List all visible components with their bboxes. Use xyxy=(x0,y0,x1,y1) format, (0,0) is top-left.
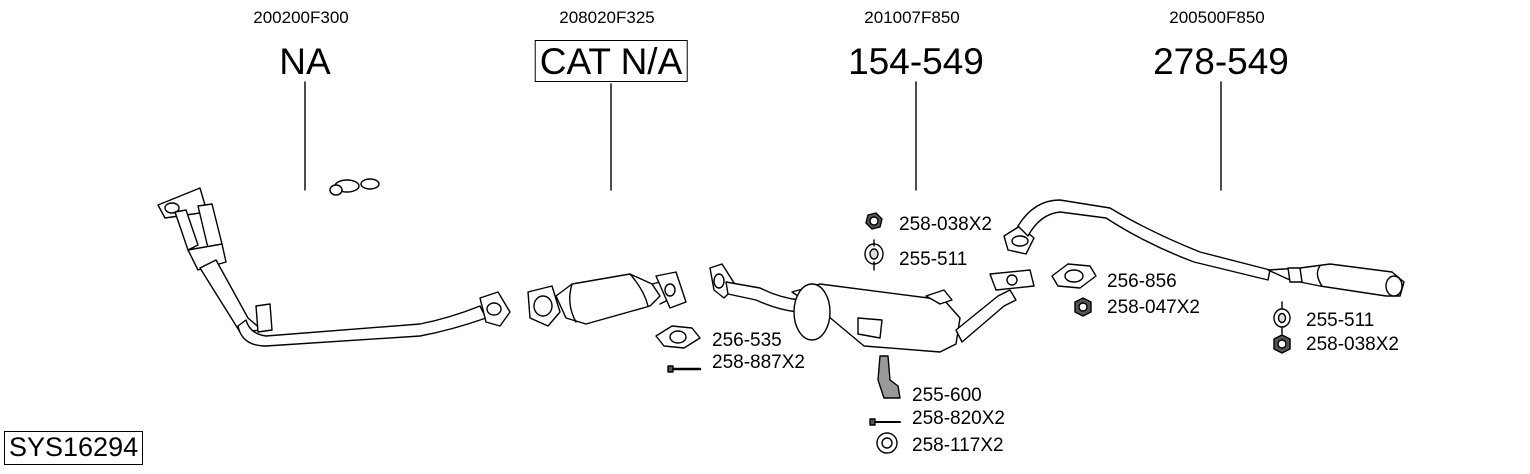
label-rear-nut: 258-038X2 xyxy=(1306,334,1399,355)
gasket-icon-cat xyxy=(655,325,701,349)
catalytic-converter xyxy=(527,271,687,327)
label-bracket: 255-600 xyxy=(912,385,982,406)
ring-icon xyxy=(876,432,898,454)
label-cat-bolt: 258-887X2 xyxy=(712,352,805,373)
section-part-4: 278-549 xyxy=(1153,41,1289,82)
rubber-hanger-icon-rear xyxy=(1273,301,1291,335)
label-rear-nut-flange: 258-047X2 xyxy=(1107,297,1200,318)
nut-icon-rear xyxy=(1273,334,1291,354)
label-rear-rubber: 255-511 xyxy=(1306,310,1375,331)
section-ref-4: 200500F850 xyxy=(1169,8,1265,27)
label-bracket-ring: 258-117X2 xyxy=(912,435,1004,456)
section-ref-3: 201007F850 xyxy=(864,8,960,27)
bolt-icon-bracket xyxy=(869,418,901,426)
rear-pipe xyxy=(1003,199,1405,297)
nut-icon-front xyxy=(865,212,883,230)
section-ref-2: 208020F325 xyxy=(559,8,655,27)
section-part-1: NA xyxy=(279,41,331,82)
gasket-icon-rear xyxy=(1051,263,1097,289)
bracket-icon xyxy=(877,355,901,399)
bolt-icon-cat xyxy=(667,365,702,373)
middle-silencer xyxy=(709,263,1035,353)
section-ref-1: 200200F300 xyxy=(253,8,349,27)
section-part-2: CAT N/A xyxy=(534,40,688,82)
section-part-3: 154-549 xyxy=(848,41,984,82)
label-cat-gasket: 256-535 xyxy=(712,330,782,351)
rubber-hanger-icon-front xyxy=(864,239,884,271)
label-rear-gasket: 256-856 xyxy=(1107,271,1177,292)
label-bracket-bolt: 258-820X2 xyxy=(912,408,1005,429)
system-code: SYS16294 xyxy=(4,431,144,465)
label-front-rubber: 255-511 xyxy=(899,249,968,270)
nut-icon-rear-flange xyxy=(1074,297,1092,317)
label-front-nut: 258-038X2 xyxy=(899,214,992,235)
front-pipe xyxy=(157,178,511,347)
